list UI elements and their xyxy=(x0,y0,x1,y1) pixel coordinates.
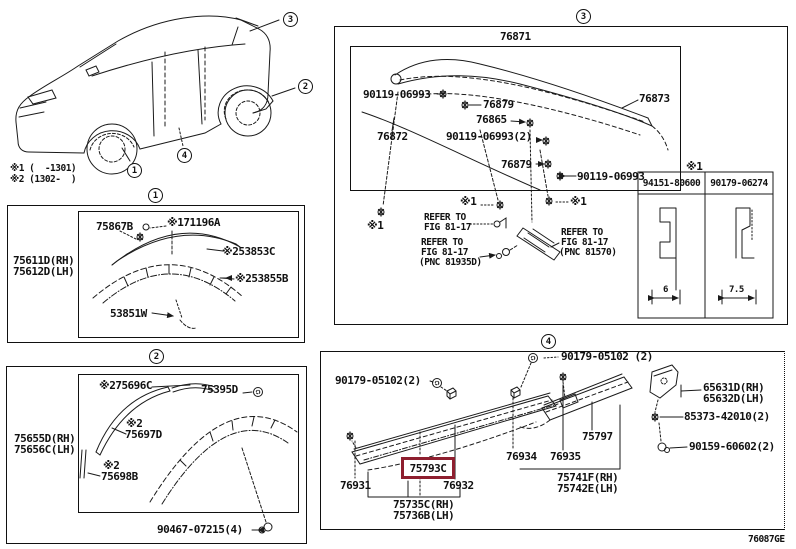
part-label-75611D[interactable]: 75611D(RH) xyxy=(13,254,75,267)
callout-4[interactable]: 4 xyxy=(177,148,192,163)
part-label-75655D[interactable]: 75655D(RH) xyxy=(14,432,76,445)
highlighted-part-box[interactable]: 75793C xyxy=(401,457,455,479)
section3-inner-box xyxy=(350,46,681,191)
section4-outer-box xyxy=(320,351,785,530)
section1-heading[interactable]: 1 xyxy=(148,188,163,203)
part-label-90119-mid[interactable]: 90119-06993(2) xyxy=(446,130,532,143)
spec-dim-2: 7.5 xyxy=(729,285,744,295)
section3-art xyxy=(361,59,774,319)
part-label-75698B[interactable]: 75698B xyxy=(101,470,138,483)
refer-left-line1: REFER TO xyxy=(421,237,463,248)
note-star1-a: ※1 xyxy=(367,219,384,232)
figure-code: 76087GE xyxy=(748,534,785,545)
refer-right-line1: REFER TO xyxy=(561,227,603,238)
part-label-76879-top[interactable]: 76879 xyxy=(483,98,514,111)
section3-outer-box xyxy=(334,26,788,325)
note-star1-c: ※1 xyxy=(570,195,587,208)
section3-heading[interactable]: 3 xyxy=(576,9,591,24)
refer-right-line3: (PNC 81570) xyxy=(559,247,617,258)
part-label-75736B[interactable]: 75736B(LH) xyxy=(393,509,455,522)
part-label-76935[interactable]: 76935 xyxy=(550,450,581,463)
section1-art xyxy=(92,223,244,329)
part-label-76879-bottom[interactable]: 76879 xyxy=(501,158,532,171)
part-label-90119-left[interactable]: 90119-06993 xyxy=(363,88,431,101)
part-label-90159[interactable]: 90159-60602(2) xyxy=(689,440,775,453)
section2-outer-box xyxy=(6,366,307,544)
part-label-75656C[interactable]: 75656C(LH) xyxy=(14,443,76,456)
part-label-76873[interactable]: 76873 xyxy=(639,92,670,105)
section2-art xyxy=(79,383,298,534)
part-label-76934[interactable]: 76934 xyxy=(506,450,537,463)
part-label-75741F[interactable]: 75741F(RH) xyxy=(557,471,619,484)
section4-heading[interactable]: 4 xyxy=(541,334,556,349)
part-label-75742E[interactable]: 75742E(LH) xyxy=(557,482,619,495)
part-label-171196A[interactable]: ※171196A xyxy=(167,216,221,229)
refer-right-line2: FIG 81-17 xyxy=(561,237,608,248)
production-note-2: ※2 (1302- ) xyxy=(10,174,77,185)
part-label-76931[interactable]: 76931 xyxy=(340,479,371,492)
part-label-65631D[interactable]: 65631D(RH) xyxy=(703,381,765,394)
section2-inner-box xyxy=(78,374,299,513)
part-label-85373[interactable]: 85373-42010(2) xyxy=(684,410,770,423)
note-star1-b: ※1 xyxy=(460,195,477,208)
section1-inner-box xyxy=(78,211,299,338)
spec-table-col2[interactable]: 90179-06274 xyxy=(710,178,768,189)
part-label-76871[interactable]: 76871 xyxy=(500,30,531,43)
part-label-253853C[interactable]: ※253853C xyxy=(222,245,276,258)
refer-top-line1: REFER TO xyxy=(424,212,466,223)
part-label-75867B[interactable]: 75867B xyxy=(96,220,133,233)
callout-3[interactable]: 3 xyxy=(283,12,298,27)
production-note-1: ※1 ( -1301) xyxy=(10,163,77,174)
part-label-76865[interactable]: 76865 xyxy=(476,113,507,126)
spec-table-note: ※1 xyxy=(686,160,703,173)
part-label-53851W[interactable]: 53851W xyxy=(110,307,147,320)
part-label-90179-top[interactable]: 90179-05102 (2) xyxy=(561,350,653,363)
spec-table-col1[interactable]: 94151-80600 xyxy=(642,178,701,189)
part-label-275696C[interactable]: ※275696C xyxy=(99,379,153,392)
part-label-76932[interactable]: 76932 xyxy=(443,479,474,492)
part-label-253855B[interactable]: ※253855B xyxy=(235,272,289,285)
part-label-90179-left[interactable]: 90179-05102(2) xyxy=(335,374,421,387)
part-label-75793C[interactable]: 75793C xyxy=(409,461,447,475)
refer-left-line2: FIG 81-17 xyxy=(421,247,468,258)
part-label-75797[interactable]: 75797 xyxy=(582,430,613,443)
section4-art xyxy=(346,353,702,498)
note-star2-a: ※2 xyxy=(126,417,143,430)
note-star2-b: ※2 xyxy=(103,459,120,472)
section2-heading[interactable]: 2 xyxy=(149,349,164,364)
refer-top-line2: FIG 81-17 xyxy=(424,222,471,233)
car-illustration xyxy=(15,15,296,175)
section1-outer-box xyxy=(7,205,305,343)
part-label-75612D[interactable]: 75612D(LH) xyxy=(13,265,75,278)
refer-left-line3: (PNC 81935D) xyxy=(419,257,482,268)
callout-1[interactable]: 1 xyxy=(127,163,142,178)
callout-2[interactable]: 2 xyxy=(298,79,313,94)
part-label-75697D[interactable]: 75697D xyxy=(125,428,162,441)
part-label-75735C[interactable]: 75735C(RH) xyxy=(393,498,455,511)
part-label-65632D[interactable]: 65632D(LH) xyxy=(703,392,765,405)
part-label-75395D[interactable]: 75395D xyxy=(201,383,238,396)
part-label-76872[interactable]: 76872 xyxy=(377,130,408,143)
part-label-90119-right[interactable]: 90119-06993 xyxy=(577,170,645,183)
spec-dim-1: 6 xyxy=(663,285,668,295)
part-label-90467-07215[interactable]: 90467-07215(4) xyxy=(157,523,243,536)
